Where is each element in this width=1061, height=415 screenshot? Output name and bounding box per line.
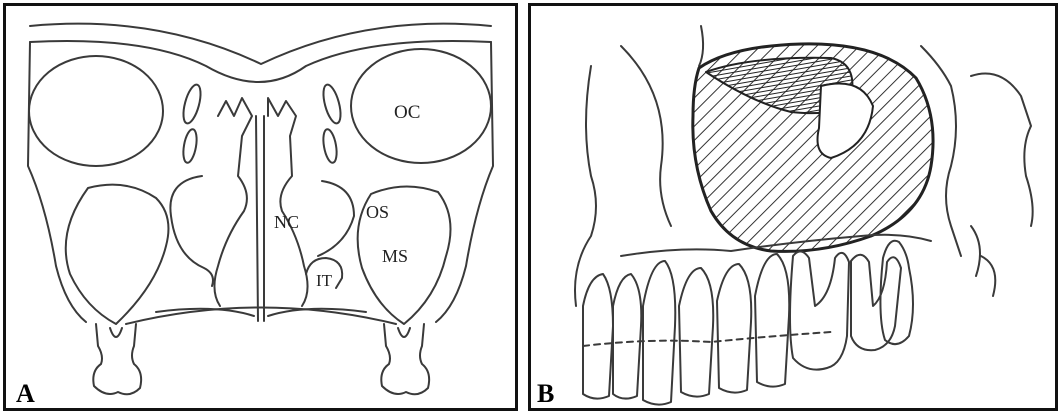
panel-b: B — [528, 3, 1058, 411]
ethmoid-cell — [181, 128, 199, 164]
incisor — [583, 274, 613, 399]
left-orbital-cavity — [29, 56, 163, 166]
left-molar — [93, 324, 141, 394]
label-maxillary-sinus: MS — [382, 246, 408, 266]
label-orbital-cavity: OC — [394, 102, 420, 123]
ethmoid-cell — [321, 128, 339, 164]
canine — [643, 261, 675, 405]
premolar — [755, 254, 789, 387]
panel-a-letter: A — [16, 379, 35, 408]
label-inferior-turbinate: IT — [316, 271, 333, 290]
panel-b-letter: B — [537, 379, 554, 408]
right-molar-root-split — [398, 328, 410, 337]
skull-top-outline — [30, 24, 491, 64]
nasal-bone — [699, 26, 703, 66]
right-lateral-wall — [436, 42, 493, 322]
right-inferior-turbinate — [318, 181, 354, 256]
incisor — [613, 274, 641, 399]
orbital-rim — [575, 66, 596, 306]
premolar — [717, 264, 751, 393]
left-inferior-turbinate — [170, 176, 213, 286]
label-ostium: OS — [366, 202, 389, 222]
right-molar — [381, 324, 429, 394]
ethmoid-cell — [320, 83, 344, 125]
molar — [851, 255, 901, 350]
premolar — [679, 268, 713, 397]
left-septum-turbinate — [214, 98, 252, 306]
left-molar-root-split — [110, 328, 122, 337]
posterior-outline — [971, 74, 1033, 227]
left-maxillary-sinus — [66, 185, 169, 324]
orbital-roof-line — [30, 41, 491, 82]
panel-a: OC NC OS MS IT A — [3, 3, 518, 411]
cervical-line — [583, 332, 831, 346]
right-orbital-cavity — [351, 49, 491, 163]
label-nasal-cavity: NC — [274, 212, 299, 232]
molar — [790, 251, 849, 369]
zygoma-outline — [621, 46, 671, 226]
tooth-row — [583, 241, 913, 405]
right-septum-turbinate — [268, 98, 308, 306]
coronal-section-diagram: OC NC OS MS IT A — [6, 6, 515, 408]
nasal-septum — [256, 116, 264, 321]
third-molar — [880, 241, 913, 344]
lateral-maxilla-diagram: B — [531, 6, 1055, 408]
ethmoid-cell — [180, 83, 204, 125]
pterygoid-plate — [971, 226, 995, 296]
